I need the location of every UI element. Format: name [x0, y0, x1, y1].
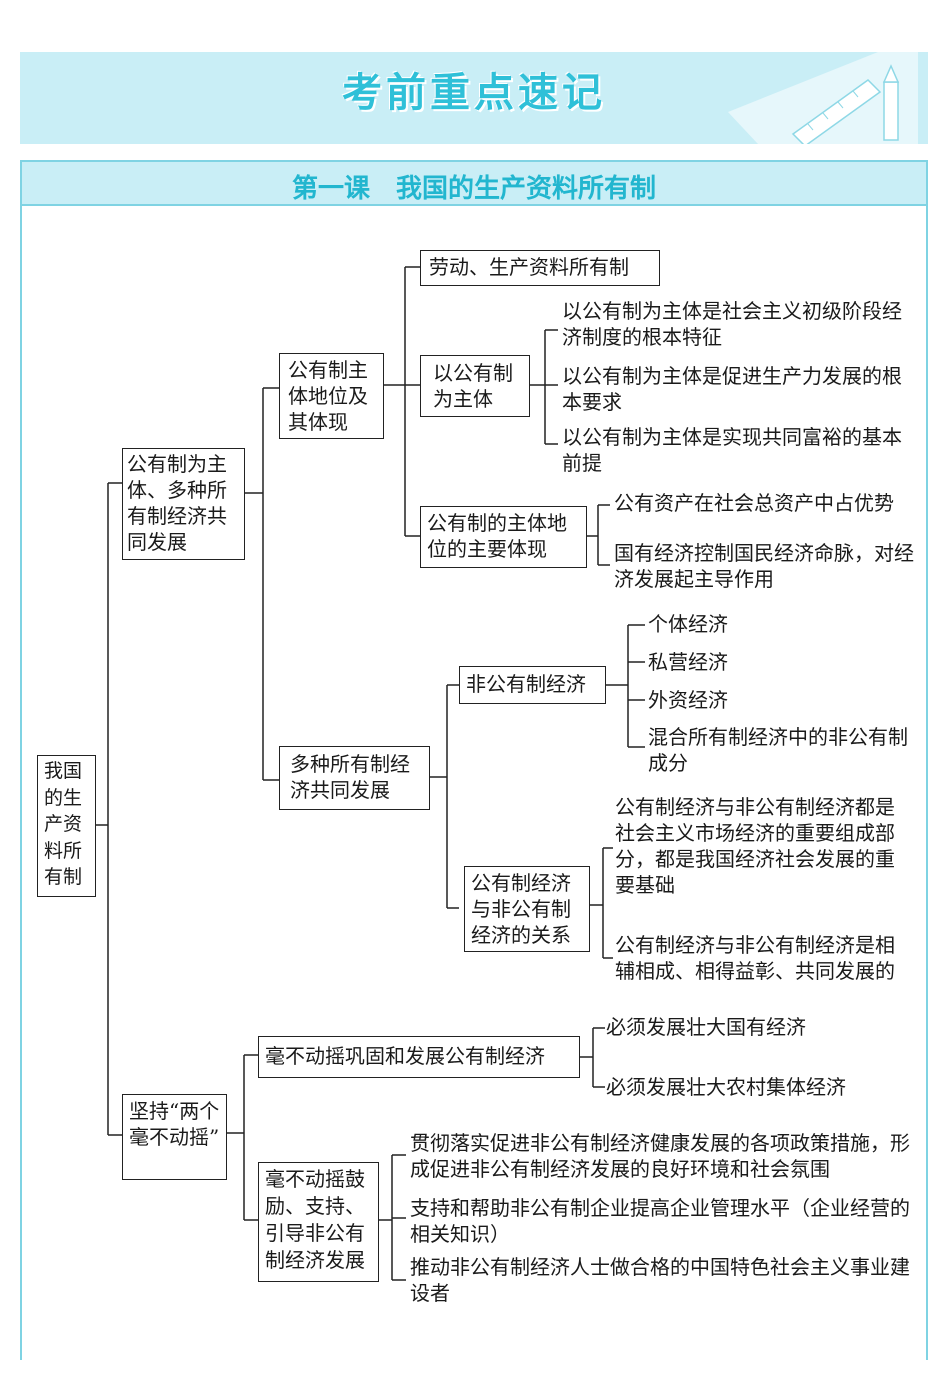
node-public-main-body-label: 以公有制为主体 [433, 361, 513, 411]
node-public-dominance: 公有制主体地位及其体现 [279, 353, 384, 439]
lesson-header: 第一课 我国的生产资料所有制 [22, 162, 926, 206]
lesson-frame: 第一课 我国的生产资料所有制 [20, 160, 928, 1360]
main-body-item-2: 以公有制为主体是促进生产力发展的根本要求 [562, 364, 902, 414]
pencil-icon [882, 64, 900, 141]
main-body-item-3: 以公有制为主体是实现共同富裕的基本前提 [562, 425, 902, 475]
relation-item-1: 公有制经济与非公有制经济都是社会主义市场经济的重要组成部分，都是我国经济社会发展… [615, 795, 895, 897]
node-encourage-nonpublic-label: 毫不动摇鼓励、支持、引导非公有制经济发展 [265, 1167, 365, 1272]
banner-decoration [728, 52, 918, 144]
branch-two-unwavering-label: 坚持“两个毫不动摇” [129, 1099, 220, 1149]
branch-two-unwavering: 坚持“两个毫不动摇” [122, 1094, 227, 1180]
node-public-main-body: 以公有制为主体 [420, 355, 530, 417]
encourage-item-2: 支持和帮助非公有制企业提高企业管理水平（企业经营的相关知识） [410, 1196, 910, 1246]
node-multi-ownership: 多种所有制经济共同发展 [279, 746, 430, 810]
header-banner: 考前重点速记 [20, 52, 928, 144]
main-body-item-1: 以公有制为主体是社会主义初级阶段经济制度的根本特征 [562, 299, 902, 349]
nonpublic-item-1: 个体经济 [648, 612, 728, 636]
ruler-icon [791, 79, 882, 144]
branch-public-multi-label: 公有制为主体、多种所有制经济共同发展 [127, 452, 227, 554]
nonpublic-item-4: 混合所有制经济中的非公有制成分 [648, 725, 908, 775]
node-nonpublic-economy: 非公有制经济 [459, 666, 606, 704]
encourage-item-1: 贯彻落实促进非公有制经济健康发展的各项政策措施，形成促进非公有制经济发展的良好环… [410, 1131, 910, 1181]
node-public-nonpublic-relation: 公有制经济与非公有制经济的关系 [464, 866, 590, 952]
node-public-manifest: 公有制的主体地位的主要体现 [420, 506, 587, 568]
manifest-item-1: 公有资产在社会总资产中占优势 [614, 491, 894, 515]
node-public-nonpublic-relation-label: 公有制经济与非公有制经济的关系 [471, 871, 571, 947]
node-multi-ownership-label: 多种所有制经济共同发展 [290, 752, 410, 802]
node-labor-ownership-label: 劳动、生产资料所有制 [429, 255, 629, 279]
node-consolidate-public-label: 毫不动摇巩固和发展公有制经济 [265, 1044, 545, 1068]
node-public-manifest-label: 公有制的主体地位的主要体现 [427, 511, 567, 561]
page-title: 考前重点速记 [342, 70, 606, 116]
nonpublic-item-2: 私营经济 [648, 650, 728, 674]
consolidate-item-2: 必须发展壮大农村集体经济 [606, 1075, 846, 1099]
manifest-item-2: 国有经济控制国民经济命脉，对经济发展起主导作用 [614, 541, 914, 591]
node-consolidate-public: 毫不动摇巩固和发展公有制经济 [258, 1036, 580, 1078]
branch-public-multi: 公有制为主体、多种所有制经济共同发展 [122, 448, 245, 560]
root-node: 我国的生产资料所有制 [37, 755, 96, 897]
root-label: 我国的生产资料所有制 [44, 760, 83, 888]
lesson-title: 第一课 我国的生产资料所有制 [291, 174, 656, 204]
node-labor-ownership: 劳动、生产资料所有制 [420, 250, 660, 286]
node-encourage-nonpublic: 毫不动摇鼓励、支持、引导非公有制经济发展 [258, 1162, 379, 1282]
encourage-item-3: 推动非公有制经济人士做合格的中国特色社会主义事业建设者 [410, 1255, 910, 1305]
consolidate-item-1: 必须发展壮大国有经济 [606, 1015, 806, 1039]
node-public-dominance-label: 公有制主体地位及其体现 [288, 358, 368, 434]
relation-item-2: 公有制经济与非公有制经济是相辅相成、相得益彰、共同发展的 [615, 933, 895, 983]
node-nonpublic-economy-label: 非公有制经济 [466, 672, 586, 696]
nonpublic-item-3: 外资经济 [648, 688, 728, 712]
